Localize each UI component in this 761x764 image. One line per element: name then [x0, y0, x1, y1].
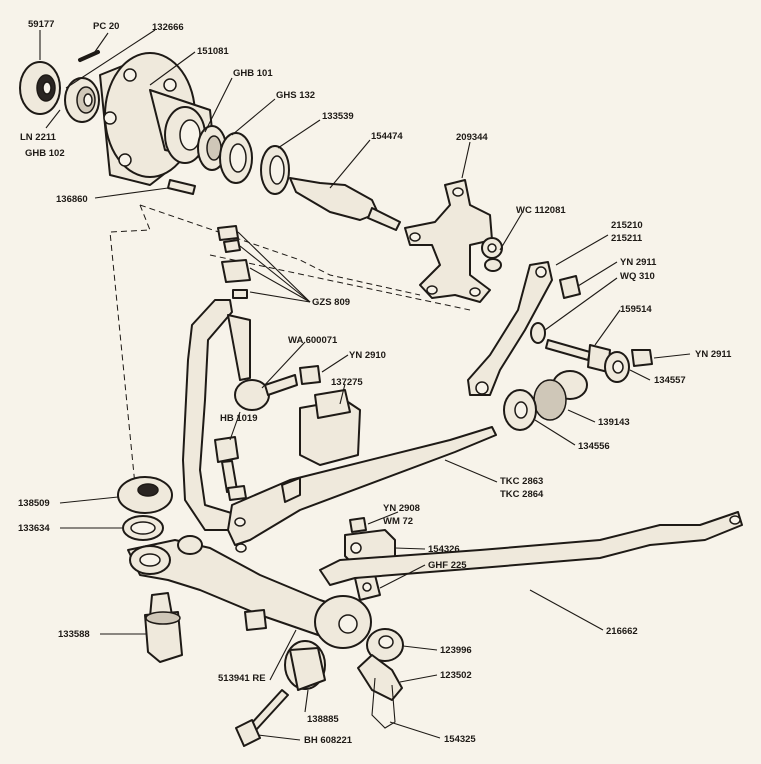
label-ln2211: LN 2211 — [20, 132, 57, 143]
label-pc20: PC 20 — [93, 21, 119, 32]
anti-roll-bar-216662 — [319, 511, 743, 586]
label-159514: 159514 — [620, 304, 652, 315]
washer-wq310 — [530, 322, 546, 344]
label-134556: 134556 — [578, 441, 610, 452]
label-154474: 154474 — [371, 131, 403, 142]
hub-151081 — [99, 52, 216, 186]
clamp-ghf225 — [354, 574, 381, 601]
strap-123502 — [357, 654, 403, 701]
label-151081: 151081 — [197, 46, 229, 57]
label-513941re: 513941 RE — [218, 673, 266, 684]
label-tkc2863: TKC 2863 — [500, 476, 543, 487]
outer-bearing-ghb102 — [64, 77, 100, 123]
label-138885: 138885 — [307, 714, 339, 725]
washer-133634 — [122, 515, 164, 541]
label-59177: 59177 — [28, 19, 54, 30]
nut-yn2911-lower — [631, 349, 653, 367]
label-wa600071: WA 600071 — [288, 335, 338, 346]
bolt-hb1019 — [214, 436, 247, 501]
stud-136860 — [167, 179, 196, 195]
bolt-159514 — [545, 339, 611, 373]
label-216662: 216662 — [606, 626, 638, 637]
washer-134557 — [604, 351, 630, 383]
label-123502: 123502 — [440, 670, 472, 681]
label-wq310: WQ 310 — [620, 271, 655, 282]
u-bolt-154325 — [371, 677, 396, 729]
label-215210: 215210 — [611, 220, 643, 231]
seal-ghs132 — [219, 132, 253, 184]
nut-yn2910 — [299, 365, 321, 385]
ball-joint-nuts-gzs809 — [217, 225, 251, 299]
split-pin-pc20 — [78, 50, 100, 62]
label-154326: 154326 — [428, 544, 460, 555]
label-ghs132: GHS 132 — [276, 90, 315, 101]
ball-joint-wa600071 — [234, 374, 298, 411]
label-ghf225: GHF 225 — [428, 560, 467, 571]
bush-138885 — [284, 640, 326, 691]
label-ghb101: GHB 101 — [233, 68, 273, 79]
label-133539: 133539 — [322, 111, 354, 122]
leader-lines — [39, 29, 691, 741]
bolt-bh608221 — [235, 689, 289, 747]
label-134557: 134557 — [654, 375, 686, 386]
bush-138509 — [117, 476, 173, 514]
upper-link-arm — [182, 299, 251, 531]
grease-cap-59177 — [19, 61, 61, 115]
steering-arm-215210 — [467, 261, 553, 396]
bush-139143 — [533, 370, 588, 421]
label-132666: 132666 — [152, 22, 184, 33]
lower-arm-513941re — [127, 535, 372, 649]
label-yn2911-lower: YN 2911 — [695, 349, 732, 360]
label-137275: 137275 — [331, 377, 363, 388]
shield-133539 — [260, 145, 290, 195]
label-yn2908: YN 2908 — [383, 503, 420, 514]
label-wc112081: WC 112081 — [516, 205, 566, 216]
label-gzs809: GZS 809 — [312, 297, 350, 308]
block-137275 — [299, 389, 361, 466]
ball-joint-133588 — [144, 592, 183, 663]
nut-yn2911-upper — [559, 275, 581, 299]
label-215211: 215211 — [611, 233, 643, 244]
label-yn2910: YN 2910 — [349, 350, 386, 361]
nut-lower-arm — [244, 609, 267, 631]
rubber-bush-123996 — [366, 628, 404, 662]
label-136860: 136860 — [56, 194, 88, 205]
bush-134556 — [503, 389, 537, 431]
label-133588: 133588 — [58, 629, 90, 640]
washer-wc112081 — [481, 237, 503, 272]
label-bh608221: BH 608221 — [304, 735, 353, 746]
label-tkc2864: TKC 2864 — [500, 489, 544, 500]
label-133634: 133634 — [18, 523, 50, 534]
label-yn2911-upper: YN 2911 — [620, 257, 657, 268]
part-labels: 59177 PC 20 132666 151081 GHB 101 GHS 13… — [18, 19, 732, 746]
inner-bearing-ghb101 — [197, 125, 227, 171]
stub-axle-154474 — [289, 177, 401, 231]
swivel-pin-209344 — [404, 179, 493, 303]
label-hb1019: HB 1019 — [220, 413, 258, 424]
label-154325: 154325 — [444, 734, 476, 745]
label-138509: 138509 — [18, 498, 50, 509]
label-ghb102: GHB 102 — [25, 148, 65, 159]
label-139143: 139143 — [598, 417, 630, 428]
label-wm72: WM 72 — [383, 516, 413, 527]
label-123996: 123996 — [440, 645, 472, 656]
tension-rod-tkc2863 — [227, 426, 497, 553]
label-209344: 209344 — [456, 132, 488, 143]
